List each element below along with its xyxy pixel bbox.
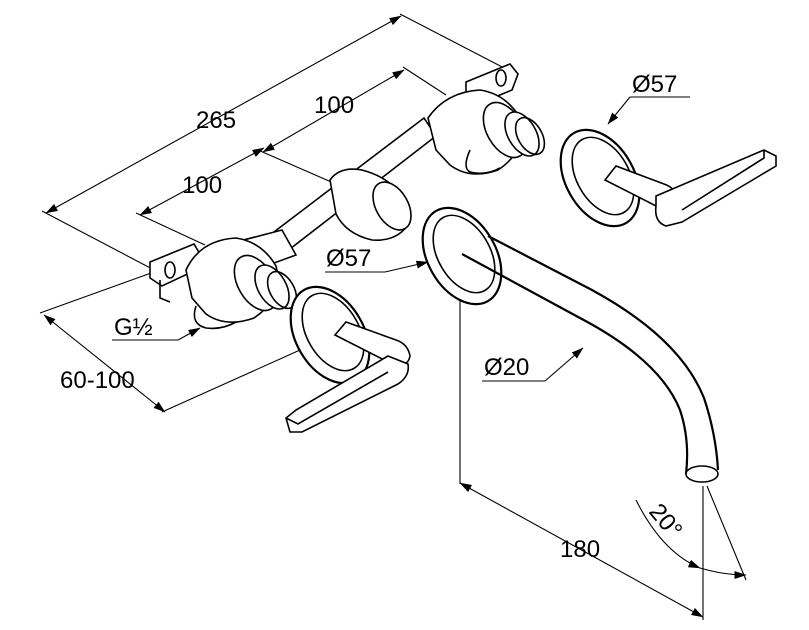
dimension-lines bbox=[39, 13, 747, 620]
label-rosette-diameter-top: Ø57 bbox=[632, 71, 677, 98]
label-spacing-left: 100 bbox=[182, 172, 222, 199]
label-spacing-right: 100 bbox=[314, 92, 354, 119]
label-spout-diameter: Ø20 bbox=[484, 354, 529, 381]
label-spout-angle: 20° bbox=[643, 499, 687, 544]
faucet-body bbox=[149, 63, 777, 483]
label-thread: G½ bbox=[114, 314, 153, 341]
label-rosette-diameter-middle: Ø57 bbox=[326, 245, 371, 272]
label-overall-width: 265 bbox=[196, 107, 236, 134]
label-wall-depth: 60-100 bbox=[60, 367, 135, 394]
label-spout-projection: 180 bbox=[560, 536, 600, 563]
